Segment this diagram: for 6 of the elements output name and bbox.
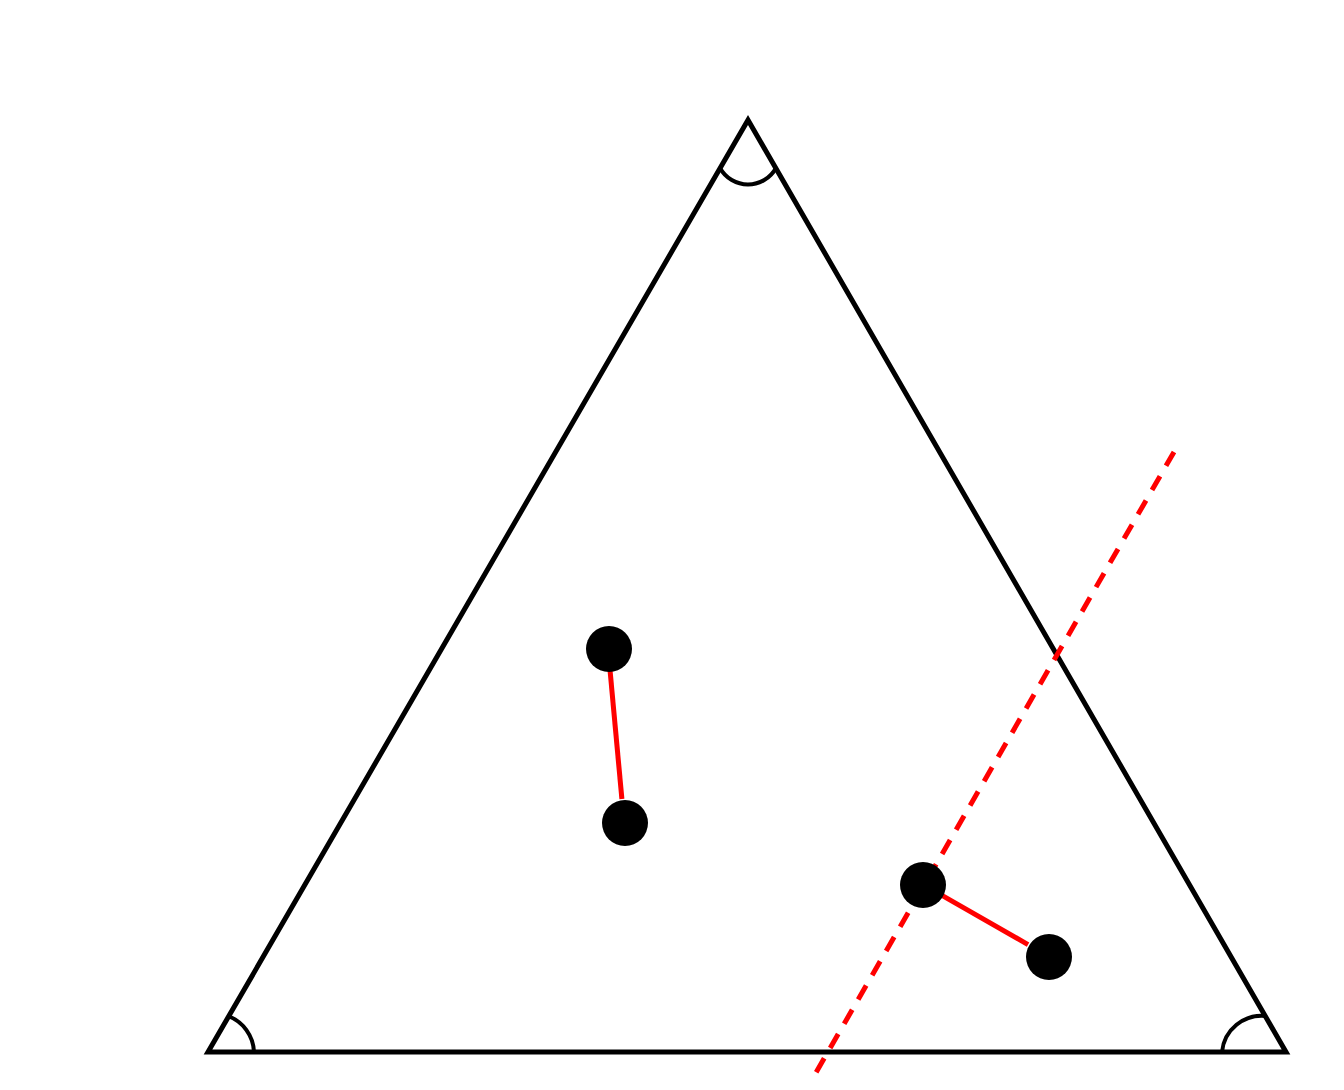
dot	[585, 625, 631, 671]
connector-line	[607, 670, 625, 800]
connector-line	[940, 893, 1030, 947]
dot	[601, 799, 647, 845]
dot	[1025, 933, 1071, 979]
dot	[899, 861, 945, 907]
